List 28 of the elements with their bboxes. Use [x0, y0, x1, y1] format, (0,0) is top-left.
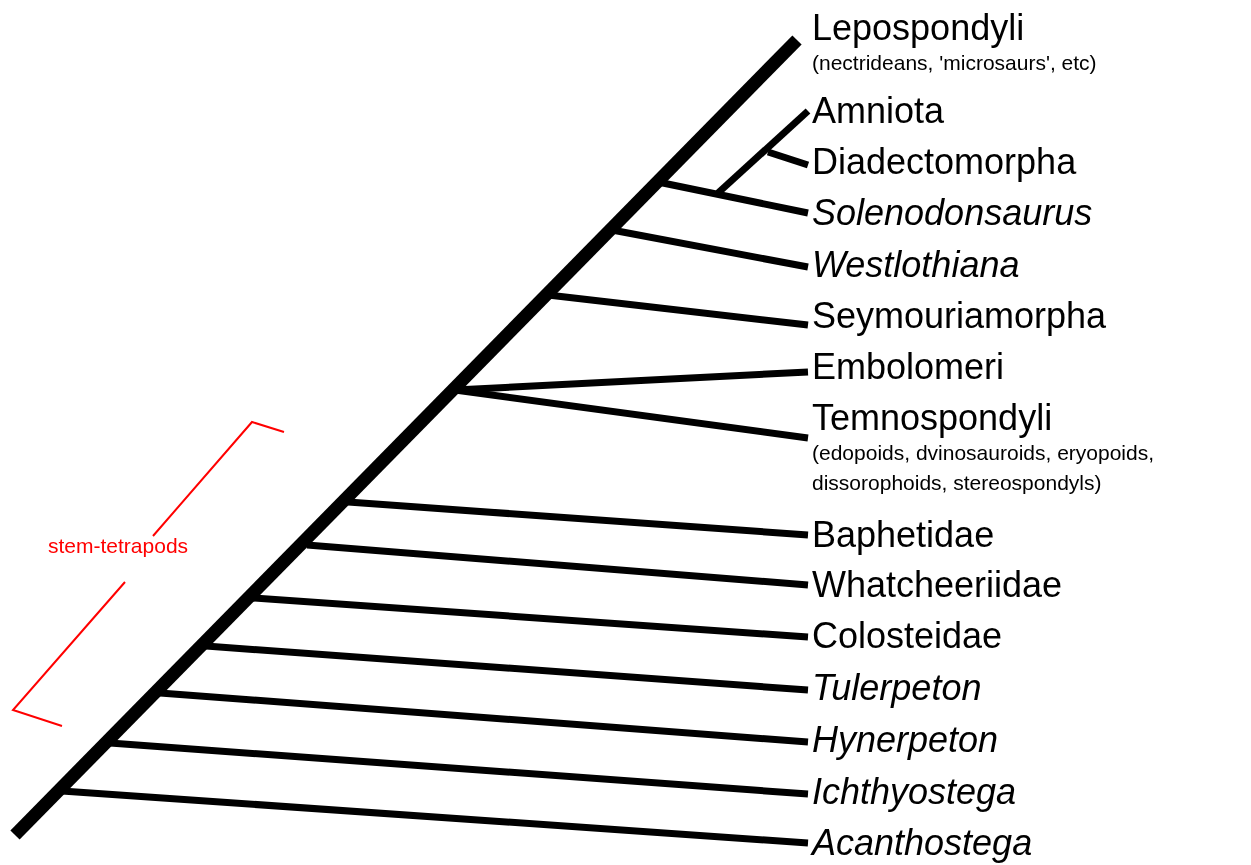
- taxon-note: (edopoids, dvinosauroids, eryopoids, dissorophoids, stereospondyls): [812, 440, 1156, 496]
- taxon-label: Lepospondyli: [812, 8, 1025, 48]
- taxon-note: (nectrideans, 'microsaurs', etc): [812, 50, 1098, 76]
- branch-line: [159, 689, 809, 746]
- taxon-label: Whatcheeriidae: [812, 565, 1063, 605]
- taxon-label: Ichthyostega: [812, 772, 1017, 812]
- branch-line: [766, 148, 810, 169]
- taxon-label: Embolomeri: [812, 347, 1005, 387]
- taxon-label: Westlothiana: [812, 245, 1020, 285]
- taxon-label: Solenodonsaurus: [812, 193, 1093, 233]
- branch-line: [347, 498, 809, 539]
- bracket-label: stem-tetrapods: [48, 534, 189, 558]
- branch-line: [61, 787, 809, 847]
- taxon-label: Baphetidae: [812, 515, 995, 555]
- taxon-label: Amniota: [812, 91, 945, 131]
- branch-line: [109, 739, 809, 798]
- taxon-label: Seymouriamorpha: [812, 296, 1107, 336]
- taxon-label: Tulerpeton: [812, 668, 982, 708]
- taxon-label: Hynerpeton: [812, 720, 999, 760]
- taxon-label: Temnospondyli: [812, 398, 1053, 438]
- branch-line: [252, 594, 809, 641]
- taxon-label: Diadectomorpha: [812, 142, 1077, 182]
- stem-line: [10, 35, 802, 840]
- branch-line: [205, 642, 809, 694]
- taxon-label: Acanthostega: [812, 823, 1033, 863]
- branch-line: [611, 226, 809, 271]
- branch-line: [306, 541, 809, 589]
- taxon-label: Colosteidae: [812, 616, 1003, 656]
